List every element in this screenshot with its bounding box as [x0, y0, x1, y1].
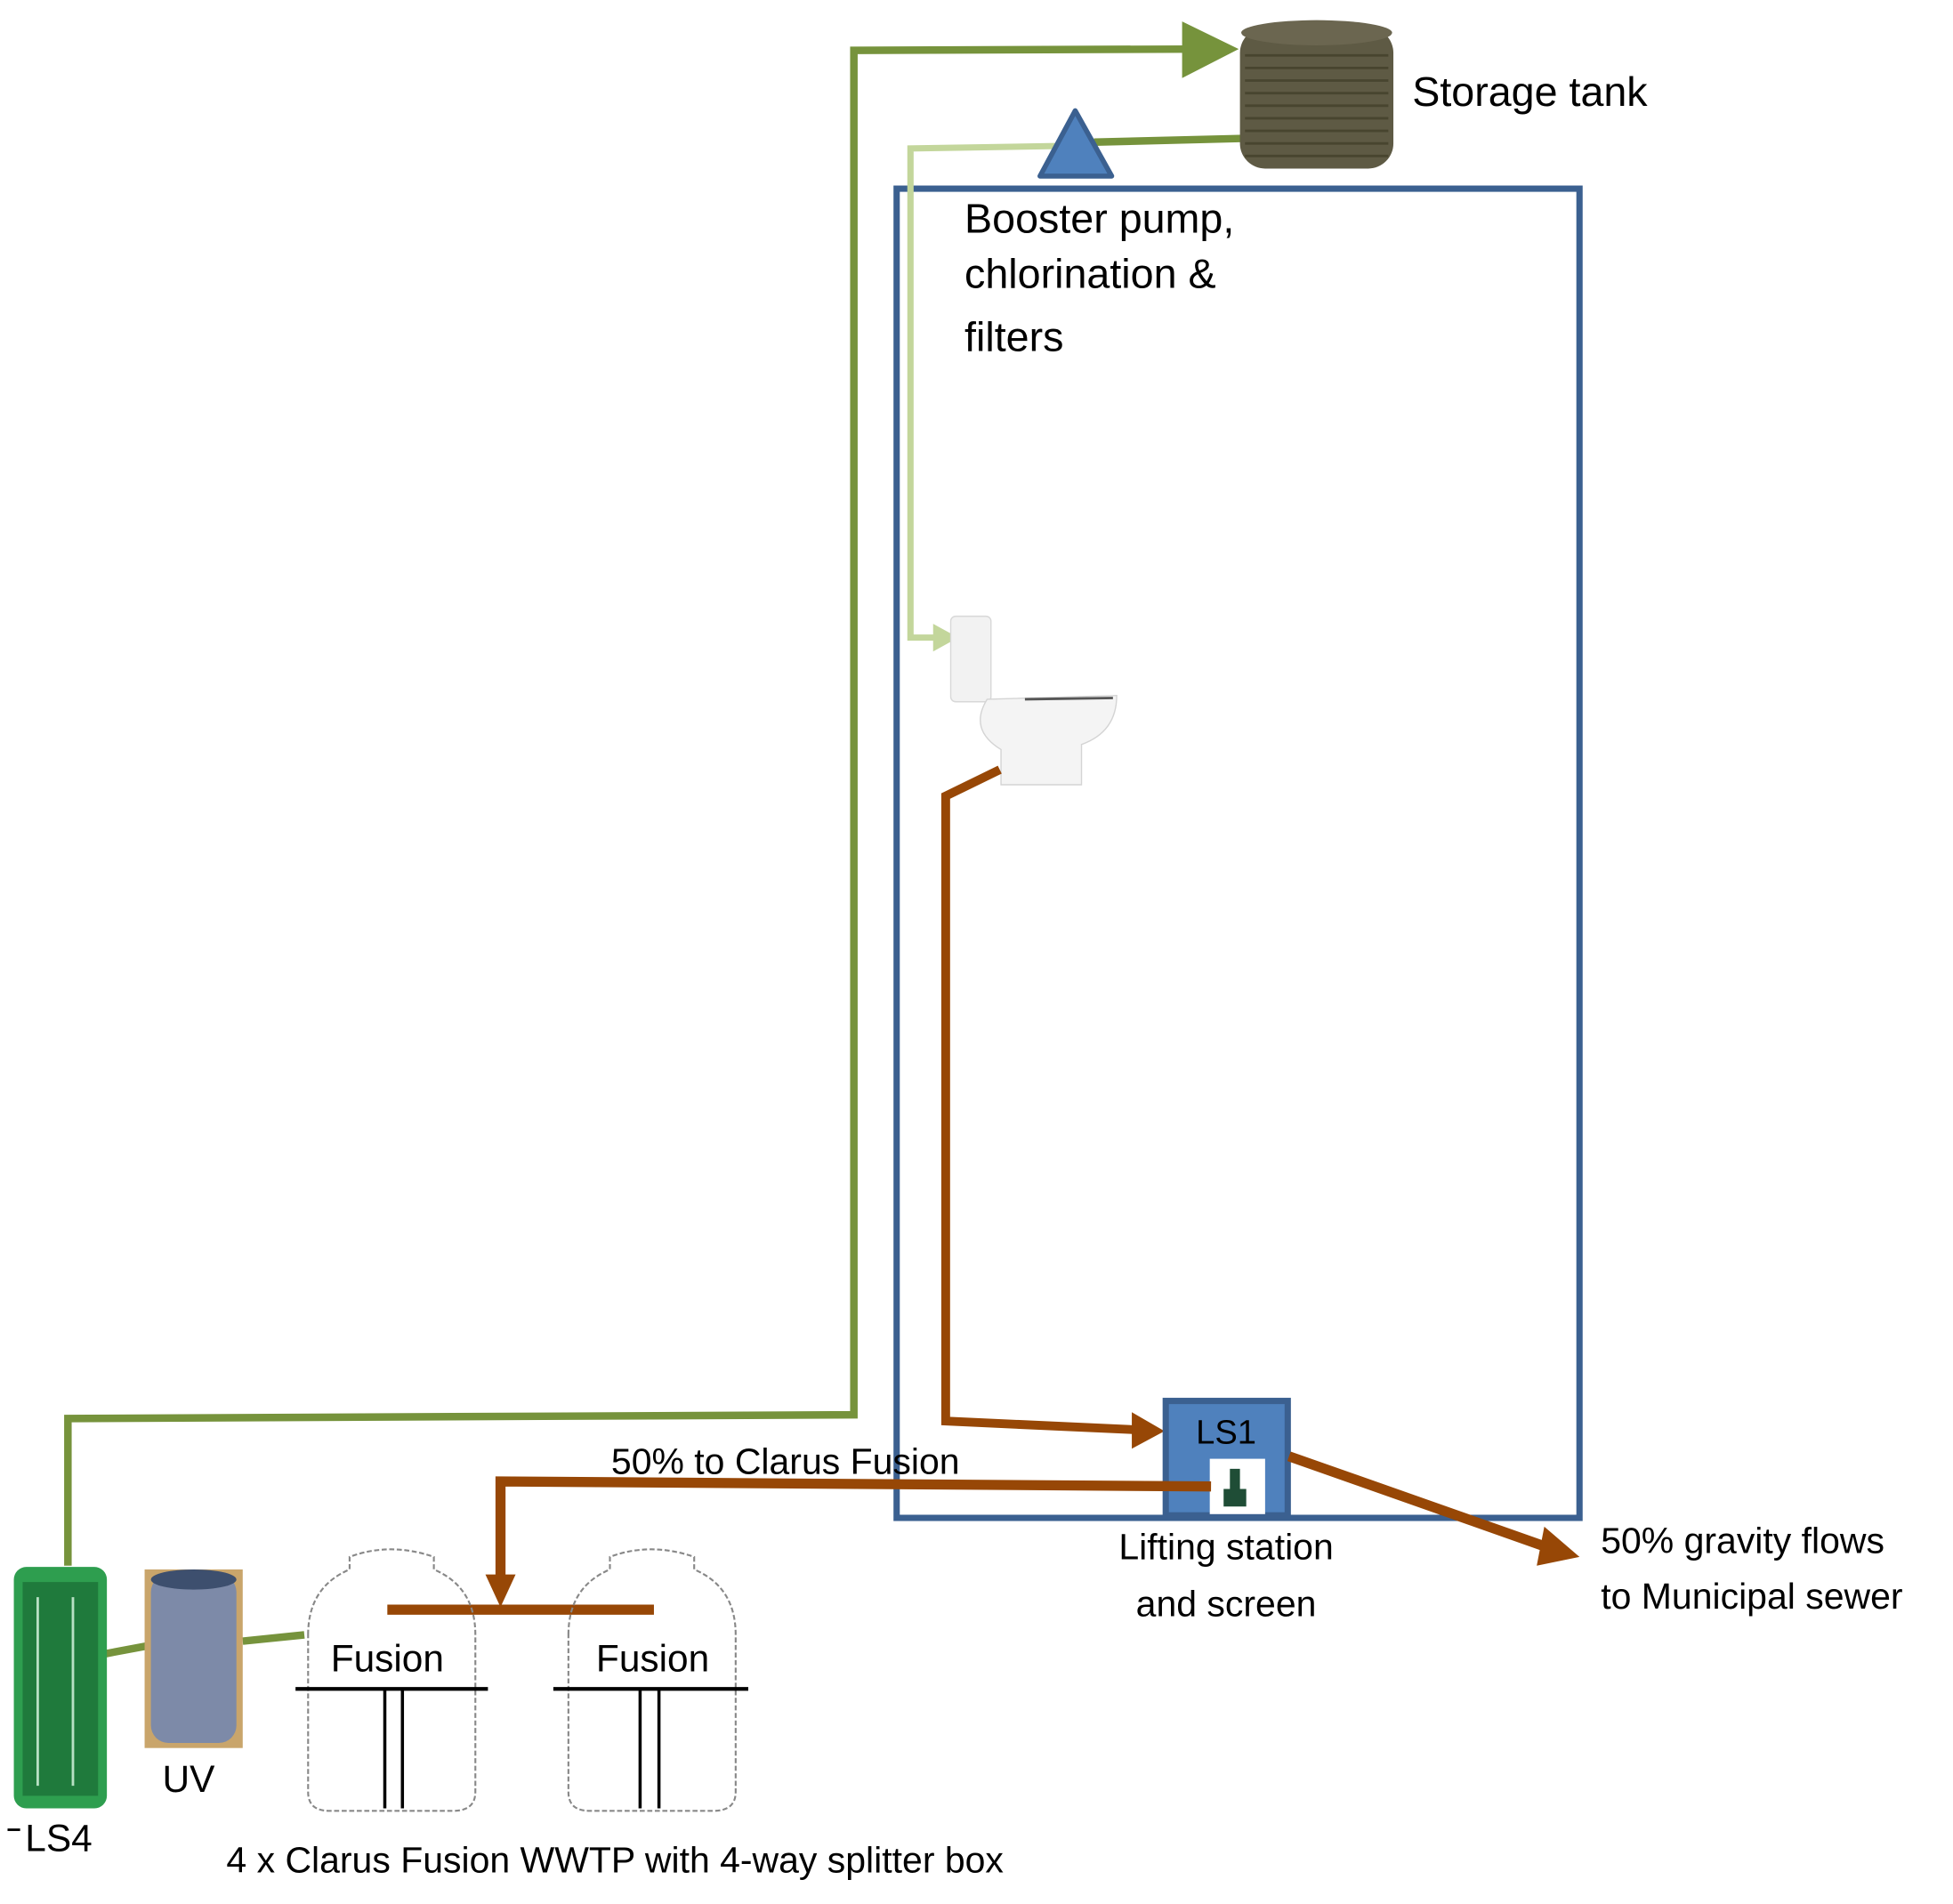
uv-label: UV: [163, 1758, 216, 1800]
ls1-to-sewer-line: [1287, 1451, 1555, 1554]
arrow-to-splitter: [485, 1574, 516, 1608]
arrow-to-storage-tank: [1182, 21, 1239, 78]
arrow-to-sewer: [1537, 1526, 1580, 1566]
tank-to-booster-line: [1094, 134, 1246, 147]
sewer-label-line1: 50% gravity flows: [1601, 1521, 1884, 1561]
treated-water-line: [64, 44, 1189, 1566]
ls4-lifting-station-icon: [13, 1567, 108, 1809]
booster-pump-icon: [1037, 108, 1115, 179]
sewer-label-line2: to Municipal sewer: [1601, 1576, 1902, 1617]
booster-pump-label-line3: filters: [964, 313, 1063, 359]
storage-tank-icon: [1239, 20, 1394, 169]
toilet-to-ls1-line: [940, 765, 1139, 1435]
fusion-label-2: Fusion: [596, 1637, 709, 1679]
ls1-lifting-station: LS1: [1162, 1398, 1291, 1519]
booster-pump-label-line1: Booster pump,: [964, 196, 1234, 242]
uv-unit-icon: [144, 1569, 243, 1748]
toilet-icon: [949, 615, 1118, 786]
uv-to-fusion-line: [242, 1631, 305, 1645]
lifting-station-label-line1: Lifting station: [1118, 1527, 1333, 1568]
pump-icon: [1223, 1468, 1247, 1507]
arrow-to-ls1: [1132, 1412, 1165, 1449]
ls1-label: LS1: [1196, 1414, 1256, 1452]
to-clarus-label: 50% to Clarus Fusion: [611, 1441, 960, 1482]
booster-pump-label-line2: chlorination &: [964, 251, 1216, 297]
storage-tank-label: Storage tank: [1412, 69, 1648, 115]
caption: 4 x Clarus Fusion WWTP with 4-way splitt…: [226, 1840, 1004, 1881]
ls4-label: LS4: [25, 1818, 92, 1860]
fusion-tank-2: [553, 1548, 748, 1812]
fusion-label-1: Fusion: [331, 1637, 444, 1679]
ls4-to-uv-line: [104, 1642, 147, 1658]
arrow-to-toilet: [932, 624, 959, 652]
lifting-station-label-line2: and screen: [1136, 1583, 1317, 1624]
reuse-supply-line: [907, 142, 1063, 641]
ls1-to-fusion-line: [495, 1476, 1212, 1583]
fusion-tank-1: [295, 1548, 488, 1812]
building-outline: [893, 185, 1583, 1521]
